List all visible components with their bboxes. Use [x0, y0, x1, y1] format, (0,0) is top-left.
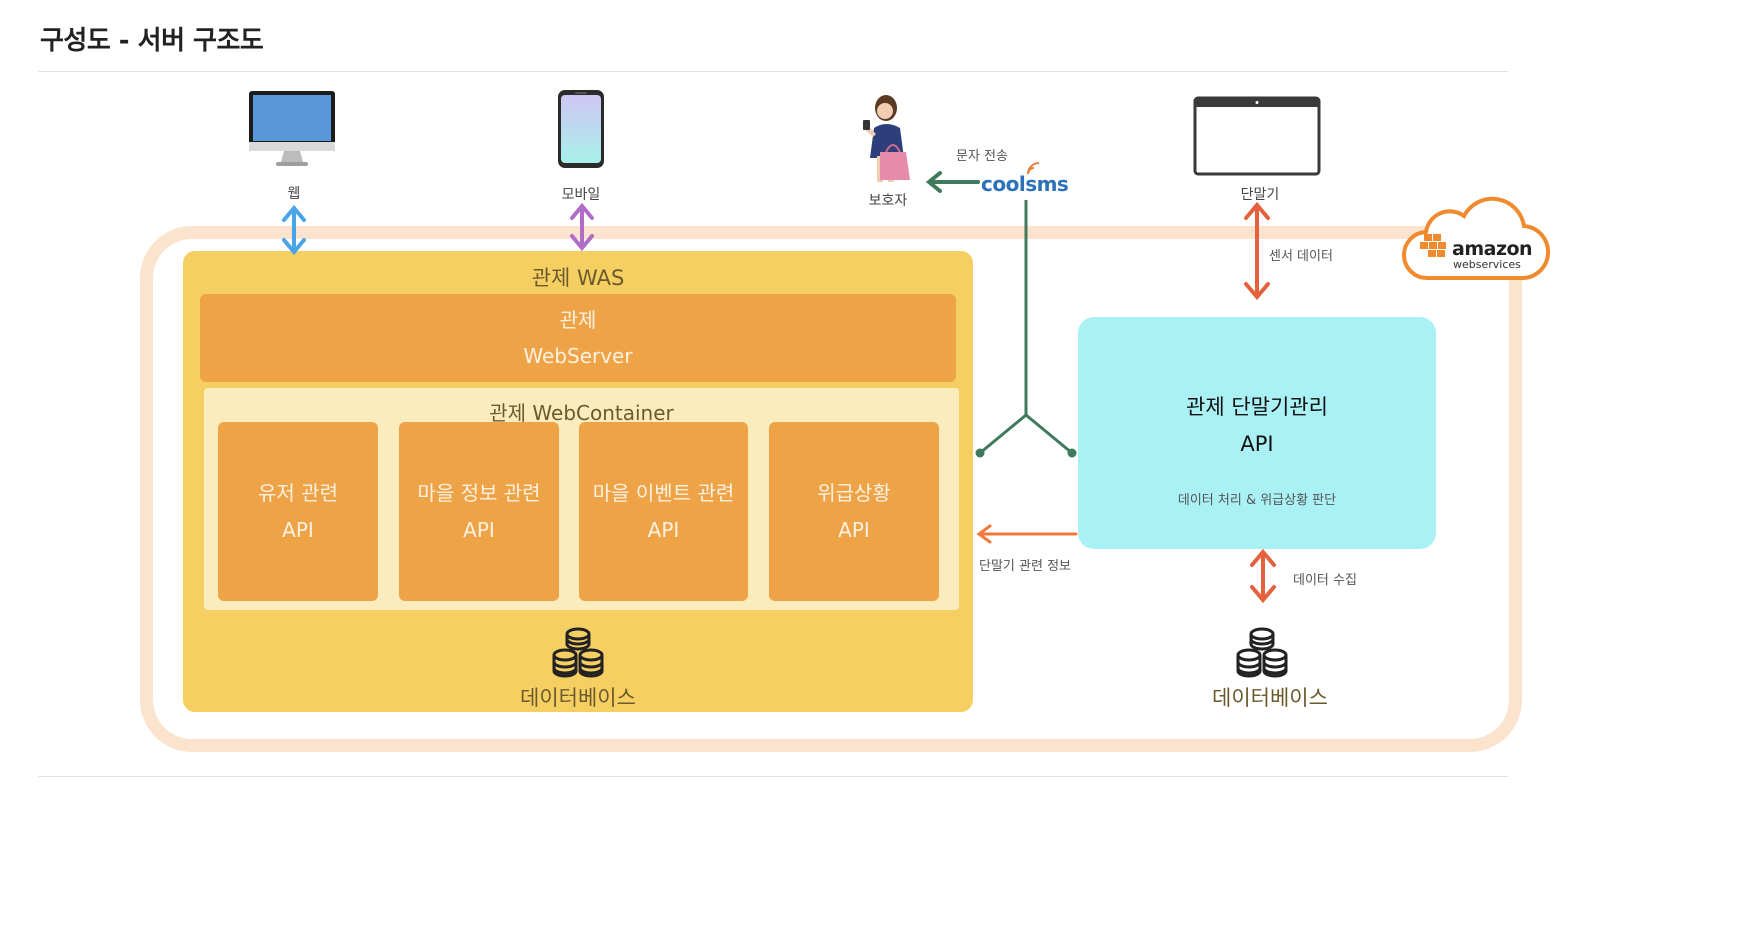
bottom-divider [38, 776, 1508, 777]
mobile-arrow [570, 202, 594, 252]
aws-logo-subtext: webservices [1453, 258, 1521, 271]
connector-dot [975, 448, 985, 458]
sms-send-label: 문자 전송 [956, 149, 1008, 164]
guardian-label: 보호자 [868, 193, 908, 209]
database-icon [552, 627, 604, 678]
sensor-data-label: 센서 데이터 [1269, 249, 1333, 264]
api-card-village-event: 마을 이벤트 관련 API [579, 422, 748, 601]
data-collect-arrow [1250, 548, 1276, 604]
sensor-data-arrow [1244, 201, 1270, 301]
web-arrow [282, 204, 306, 256]
was-database-label: 데이터베이스 [520, 686, 636, 710]
monitor-icon [249, 91, 335, 166]
api-card-sub: API [282, 517, 314, 542]
data-collect-label: 데이터 수집 [1293, 573, 1357, 588]
smartphone-icon [558, 90, 604, 168]
api-card-sub: API [647, 517, 680, 542]
api-card-label: 마을 정보 관련 [417, 480, 541, 505]
api-card-sub: API [463, 517, 495, 542]
webcontainer-title: 관제 WebContainer [489, 401, 674, 425]
was-title: 관제 WAS [531, 266, 625, 290]
signal-icon [1027, 162, 1040, 175]
webserver-box: 관제 WebServer [200, 294, 956, 382]
connector-dot [1067, 448, 1077, 458]
webserver-label-line2: WebServer [523, 344, 633, 368]
terminal-label: 단말기 [1240, 187, 1280, 203]
api-card-label: 유저 관련 [258, 480, 338, 505]
coolsms-logo-text: coolsms [981, 172, 1069, 196]
sms-tree-connector [979, 200, 1073, 455]
terminal-api-title-line1: 관제 단말기관리 [1186, 395, 1328, 419]
web-label: 웹 [287, 186, 301, 202]
page-title: 구성도 - 서버 구조도 [40, 26, 264, 56]
api-card-user: 유저 관련 API [218, 422, 378, 601]
api-card-village-info: 마을 정보 관련 API [399, 422, 559, 601]
mobile-label: 모바일 [561, 187, 601, 203]
coolsms-logo: coolsms [981, 172, 1069, 196]
sms-arrow [925, 171, 980, 193]
terminal-api-title: 관제 단말기관리 API [1186, 389, 1328, 463]
aws-cloud-icon [1401, 196, 1550, 281]
terminal-window-icon [1193, 96, 1321, 176]
top-divider [38, 71, 1508, 72]
guardian-person-icon [863, 95, 910, 182]
webserver-label-line1: 관제 [559, 308, 597, 332]
terminal-api-subtitle: 데이터 처리 & 위급상황 판단 [1177, 493, 1337, 508]
api-card-label: 마을 이벤트 관련 [592, 480, 735, 505]
api-card-emergency: 위급상황 API [769, 422, 939, 601]
database-icon [1236, 627, 1288, 678]
aws-cloud-boundary [140, 226, 1522, 752]
terminal-info-label: 단말기 관련 정보 [979, 559, 1071, 574]
terminal-database-label: 데이터베이스 [1212, 686, 1328, 710]
terminal-api-box: 관제 단말기관리 API 데이터 처리 & 위급상황 판단 [1078, 317, 1436, 549]
terminal-info-arrow [976, 524, 1078, 544]
aws-logo-text: amazon [1452, 238, 1533, 260]
api-card-sub: API [838, 517, 870, 542]
api-card-label: 위급상황 [817, 480, 891, 505]
terminal-api-title-line2: API [1240, 432, 1274, 456]
